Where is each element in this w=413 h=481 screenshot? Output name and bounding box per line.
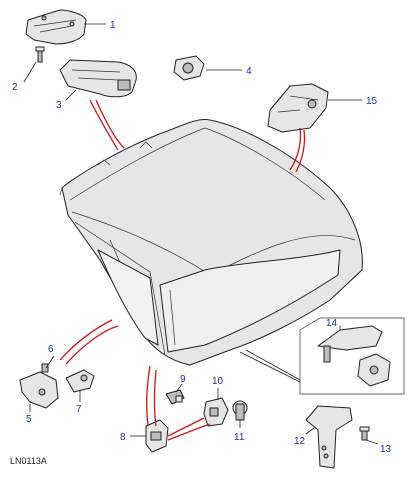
hinge-bracket-part-12 (305, 405, 353, 469)
callout-9: 9 (180, 374, 186, 385)
callout-2: 2 (12, 82, 18, 93)
latch-bracket-part (59, 59, 137, 98)
hard-top-panel (59, 119, 363, 366)
callout-10: 10 (212, 376, 224, 387)
screw-part-6 (41, 363, 49, 373)
screw-part-2 (35, 46, 45, 63)
callout-5: 5 (26, 414, 32, 425)
callout-labels: 1 2 3 4 5 6 7 8 9 10 11 12 13 14 15 (12, 20, 392, 455)
callout-4: 4 (246, 66, 252, 77)
callout-12: 12 (294, 436, 306, 447)
bolt-part-11 (232, 400, 248, 421)
clip-part-7 (65, 369, 95, 393)
knob-part-4 (173, 55, 205, 81)
callout-3: 3 (56, 100, 62, 111)
callout-6: 6 (48, 344, 54, 355)
red-leader-lines (59, 99, 306, 441)
clip-part-8 (145, 419, 169, 453)
hinge-left-part-5 (19, 371, 59, 409)
screw-part-9 (165, 389, 185, 405)
nut-part-10 (203, 397, 229, 427)
callout-7: 7 (76, 404, 82, 415)
callout-15: 15 (366, 96, 378, 107)
callout-13: 13 (380, 444, 392, 455)
callout-1: 1 (110, 20, 116, 31)
detail-box-14 (299, 317, 405, 395)
callout-8: 8 (120, 432, 126, 443)
callout-leaders (23, 23, 379, 445)
latch-handle-part (25, 9, 87, 45)
retainer-part-15 (267, 83, 329, 133)
callout-14: 14 (326, 318, 338, 329)
diagram-reference-code: LN0113A (10, 456, 47, 466)
callout-11: 11 (234, 432, 245, 443)
screw-part-13 (359, 426, 370, 441)
